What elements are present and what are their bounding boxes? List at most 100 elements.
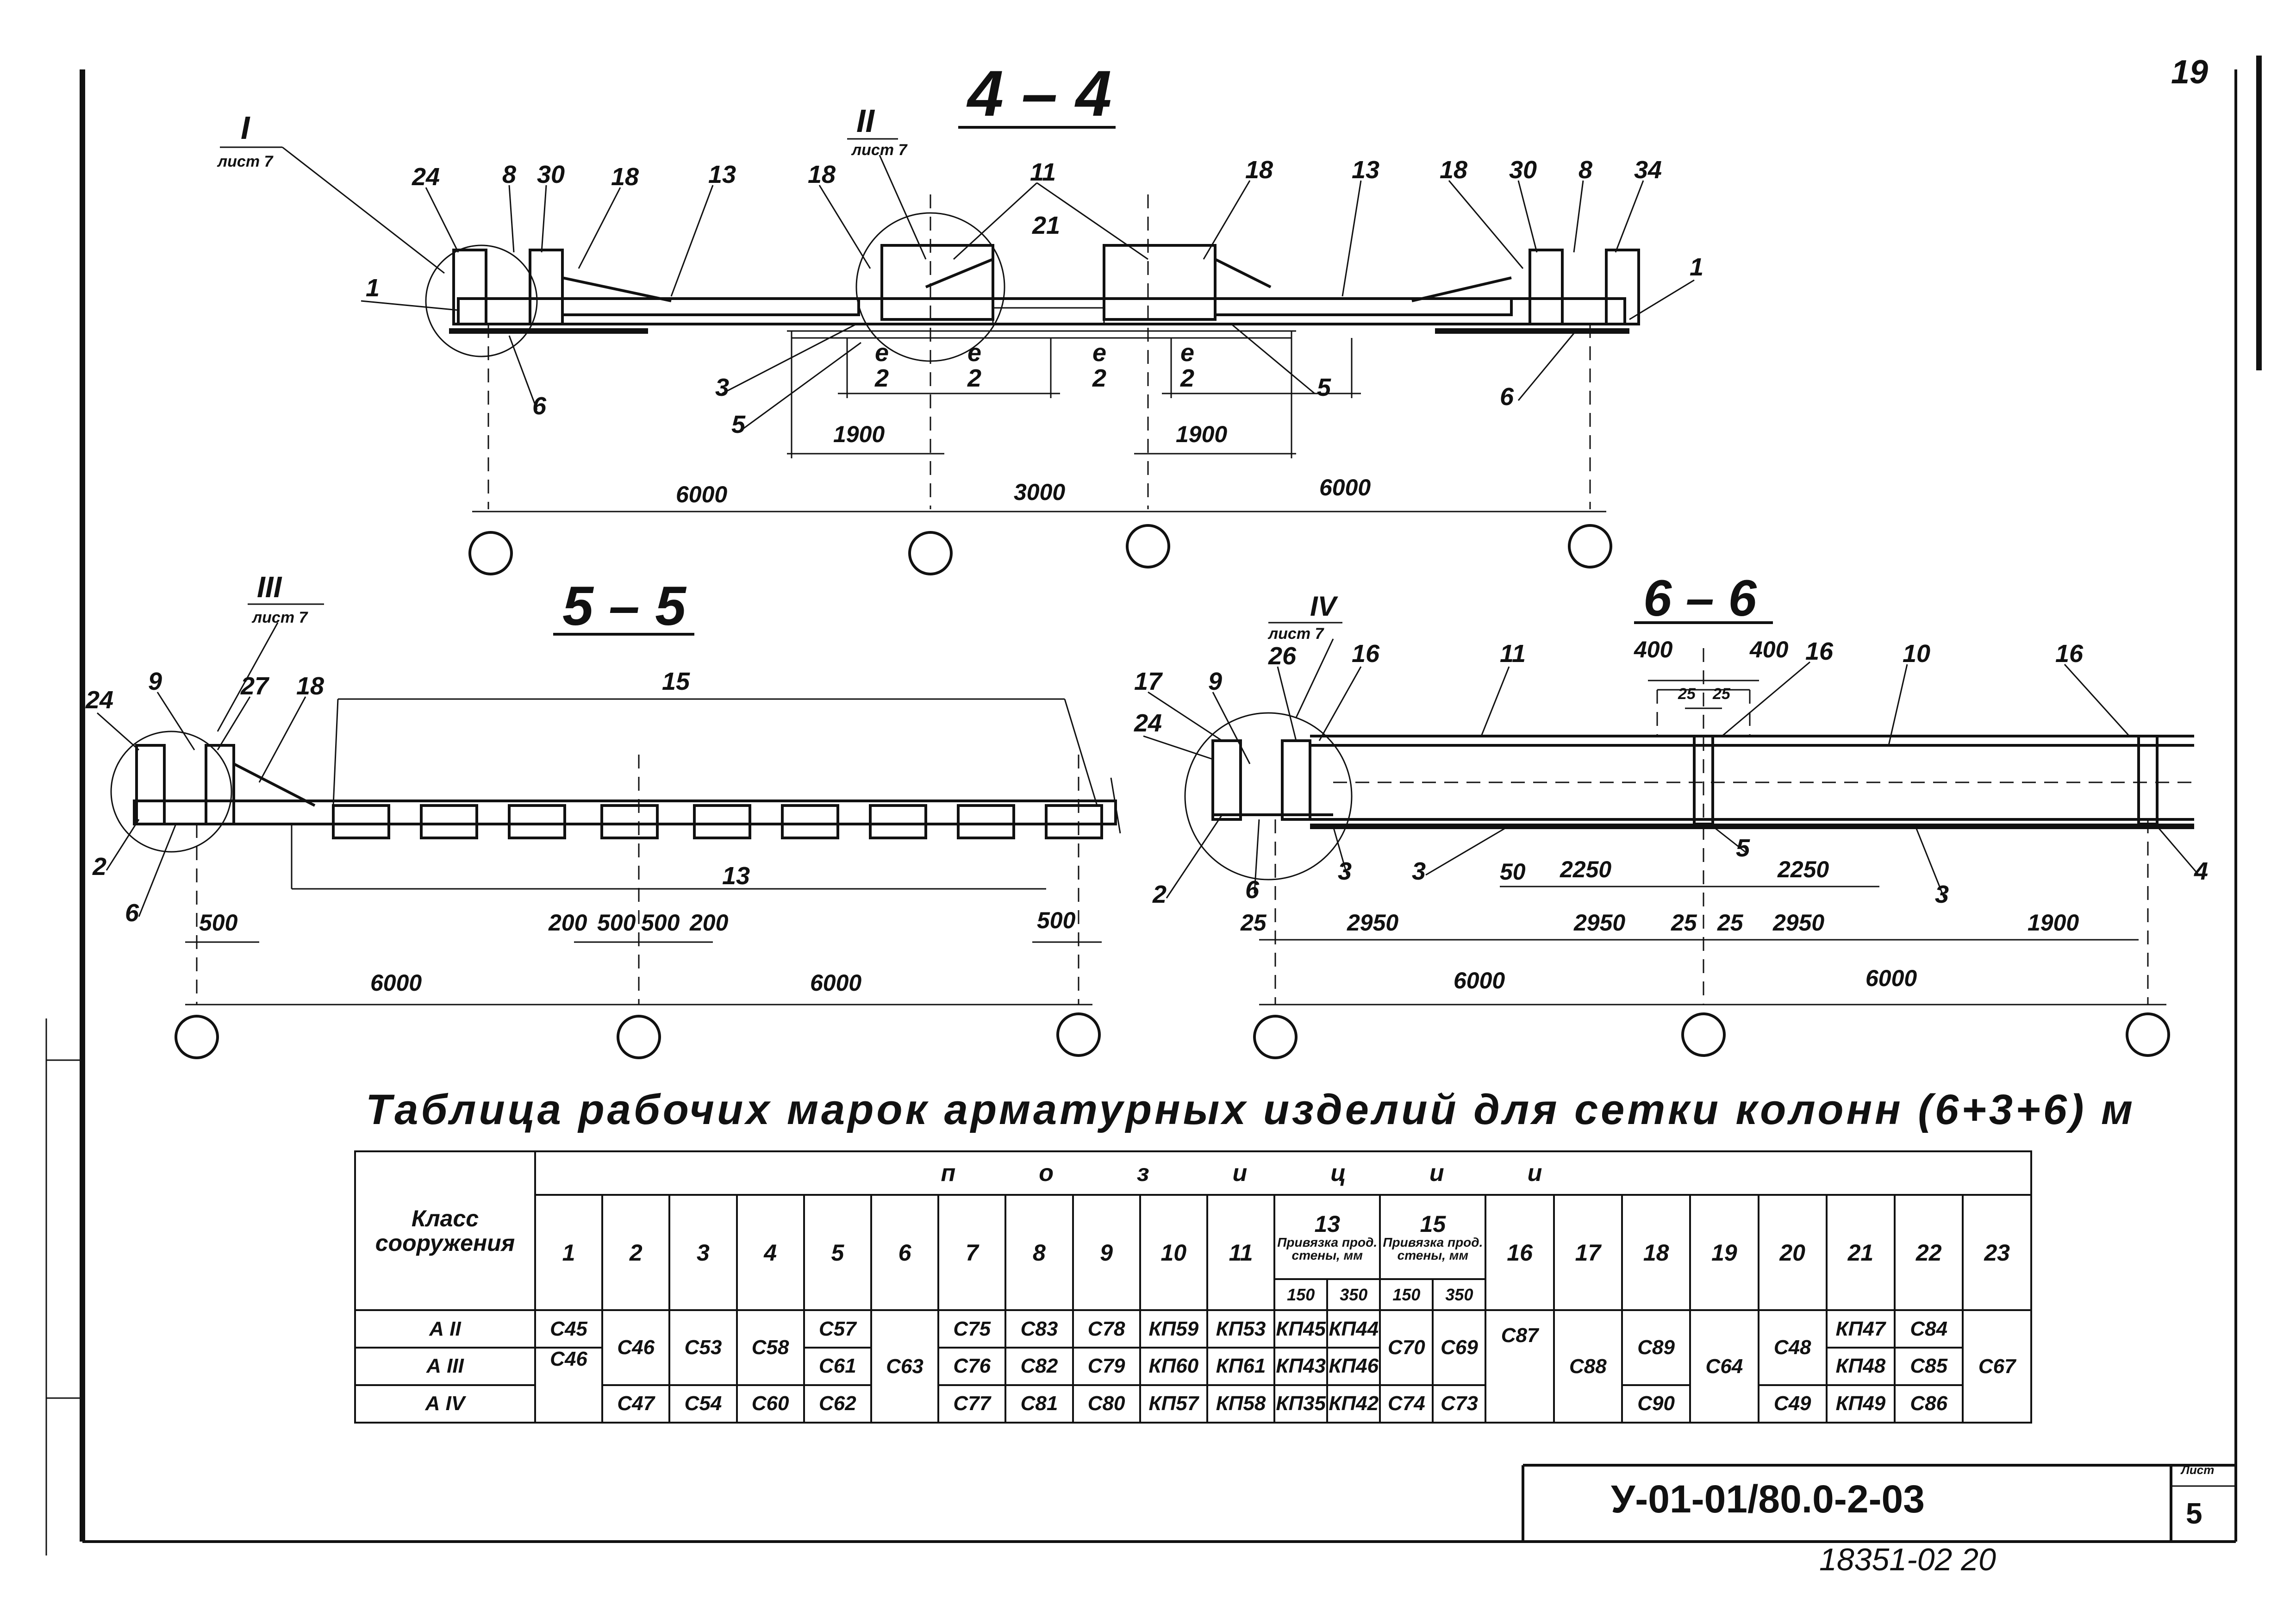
node-III-mark: III	[257, 570, 282, 604]
col-20: 20	[1757, 1194, 1828, 1312]
cell-15b-a2: С69	[1432, 1309, 1487, 1387]
dim-25-top-a: 25	[1678, 685, 1696, 703]
col-15-sub: Привязка прод. стены, мм	[1383, 1235, 1483, 1263]
cell-22-a2: С84	[1894, 1309, 1964, 1349]
e-label-2: e	[967, 339, 981, 367]
cell-2-a4: С47	[601, 1384, 671, 1424]
dim-2950-b: 2950	[1573, 910, 1625, 936]
cell-19: С64	[1689, 1309, 1759, 1424]
cell-10-a4: КП57	[1139, 1384, 1208, 1424]
table-row-a3: А III С46 С61 С76 С82 С79 КП60 КП61 КП43…	[354, 1347, 2031, 1424]
col-15-350: 350	[1432, 1278, 1487, 1312]
page-number: 19	[2171, 54, 2208, 91]
cell-3-a2: С53	[668, 1309, 738, 1387]
dim-6000-s6-left: 6000	[1454, 968, 1505, 993]
dim-25-a: 25	[1240, 910, 1267, 936]
callout-16-s6-c: 16	[2055, 640, 2084, 668]
dim-3000: 3000	[1014, 479, 1065, 505]
archive-number: 18351-02 20	[1819, 1542, 1996, 1577]
callout-6-left: 6	[532, 392, 547, 420]
col-18: 18	[1621, 1194, 1691, 1312]
section-6-6: 6 – 6 IV лист 7 400 400	[1134, 570, 2208, 1059]
cell-17: С88	[1553, 1309, 1623, 1424]
cell-10-a2: КП59	[1139, 1309, 1208, 1349]
cell-13a-a4: КП35	[1273, 1384, 1329, 1424]
col-8: 8	[1004, 1194, 1074, 1312]
cell-11-a3: КП61	[1206, 1347, 1276, 1387]
cell-15a-a4: С74	[1379, 1384, 1434, 1424]
dim-400-right: 400	[1749, 637, 1789, 662]
section-4-4: 4 – 4 I лист 7 II лист 7	[217, 57, 1703, 575]
callout-27-s5: 27	[240, 672, 270, 700]
cell-15b-a4: С73	[1432, 1384, 1487, 1424]
title-block-lines	[1522, 1464, 2236, 1542]
cell-9-a3: С79	[1072, 1347, 1141, 1387]
cell-6: С63	[870, 1309, 940, 1424]
dim-1900-s6: 1900	[2028, 910, 2079, 936]
cell-20-a2: С48	[1757, 1309, 1828, 1387]
cell-4-a4: С60	[736, 1384, 805, 1424]
callout-18-d: 18	[1440, 156, 1467, 184]
cell-7-a3: С76	[937, 1347, 1007, 1387]
callout-2-s5: 2	[92, 853, 106, 881]
e-label-4: e	[1180, 339, 1194, 367]
cell-18-a2: С89	[1621, 1309, 1691, 1387]
callout-9-s5: 9	[148, 668, 162, 695]
callout-26-s6: 26	[1268, 642, 1297, 670]
callout-2-s6: 2	[1152, 881, 1167, 908]
col-13-sub: Привязка прод. стены, мм	[1277, 1235, 1378, 1263]
dim-25-c: 25	[1717, 910, 1744, 936]
document-number: У-01-01/80.0-2-03	[1611, 1477, 1925, 1521]
class-a3: А III	[354, 1347, 536, 1387]
cell-21-a4: КП49	[1825, 1384, 1896, 1424]
callout-18-c: 18	[1245, 156, 1273, 184]
cell-23: С67	[1962, 1309, 2032, 1424]
callout-10-s6: 10	[1903, 640, 1930, 668]
callout-5-s6: 5	[1736, 834, 1750, 862]
col-1: 1	[534, 1194, 604, 1312]
col-19: 19	[1689, 1194, 1759, 1312]
col-22: 22	[1894, 1194, 1964, 1312]
cell-20-a4: С49	[1757, 1384, 1828, 1424]
callout-15-s5: 15	[662, 668, 690, 695]
dim-500-b: 500	[641, 910, 680, 936]
dim-200-b: 200	[689, 910, 729, 936]
callout-16-s6-b: 16	[1805, 637, 1834, 665]
cell-13a-a3: КП43	[1273, 1347, 1329, 1387]
cell-16: С87	[1485, 1309, 1555, 1424]
cell-13b-a2: КП44	[1326, 1309, 1381, 1349]
two-label-1: 2	[874, 364, 889, 392]
two-label-2: 2	[967, 364, 981, 392]
section-6-6-title: 6 – 6	[1643, 570, 1757, 627]
cell-8-a3: С82	[1004, 1347, 1074, 1387]
cell-9-a4: С80	[1072, 1384, 1141, 1424]
callout-3-s6-a: 3	[1338, 857, 1352, 885]
col-13-label: 13	[1314, 1211, 1341, 1237]
cell-8-a4: С81	[1004, 1384, 1074, 1424]
callout-30-left: 30	[537, 161, 565, 188]
callout-34: 34	[1634, 156, 1662, 184]
cell-5-a4: С62	[803, 1384, 872, 1424]
col-15-group: 15 Привязка прод. стены, мм	[1379, 1194, 1487, 1280]
callout-5-right: 5	[1317, 374, 1331, 401]
callout-30-right: 30	[1509, 156, 1537, 184]
table-header-row-cols: 1 2 3 4 5 6 7 8 9 10 11 13 Привязка прод…	[355, 1194, 2032, 1312]
e-label-3: e	[1092, 339, 1106, 367]
callout-13-left: 13	[708, 161, 736, 188]
callout-3: 3	[715, 374, 729, 401]
two-label-4: 2	[1180, 364, 1194, 392]
cell-3-a4: С54	[668, 1384, 738, 1424]
col-11: 11	[1206, 1194, 1276, 1312]
dim-6000-left: 6000	[676, 481, 727, 507]
class-a4: А IV	[354, 1384, 536, 1424]
cell-11-a4: КП58	[1206, 1384, 1276, 1424]
class-a2: А II	[354, 1309, 536, 1349]
node-III-sheet: лист 7	[251, 609, 309, 626]
cell-2-a2: С46	[601, 1309, 671, 1387]
col-16: 16	[1485, 1194, 1555, 1312]
col-21: 21	[1825, 1194, 1896, 1312]
cell-5-a3: С61	[803, 1347, 872, 1387]
dim-6000-5-left: 6000	[370, 970, 422, 996]
dim-25-top-b: 25	[1712, 685, 1731, 703]
